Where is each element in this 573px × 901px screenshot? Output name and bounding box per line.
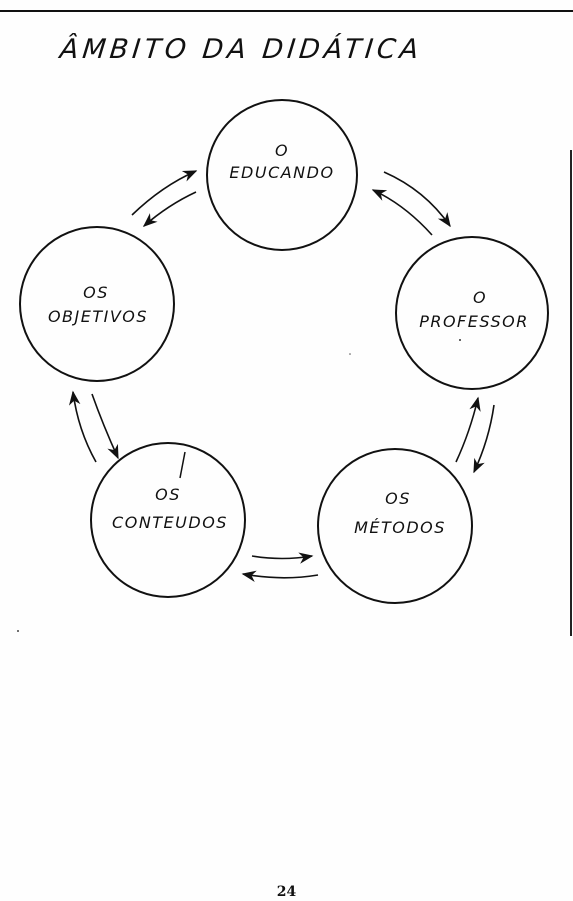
node-circle: [20, 227, 174, 381]
node-label-line-1: OS: [385, 489, 411, 508]
node-objetivos: OS OBJETIVOS: [20, 227, 174, 381]
node-label-line-1: O: [275, 141, 289, 160]
arrows-conteudos-objetivos: [73, 392, 118, 462]
page-number: 24: [0, 884, 573, 900]
node-professor: O PROFESSOR: [396, 237, 548, 389]
arrows-objetivos-educando: [132, 171, 196, 226]
arrow-educando-to-professor: [384, 172, 450, 226]
node-educando: O EDUCANDO: [207, 100, 357, 250]
node-label-line-1: OS: [155, 485, 181, 504]
node-label-line-2: OBJETIVOS: [48, 307, 148, 326]
stray-pen-mark: [180, 452, 185, 478]
node-label-line-1: OS: [83, 283, 109, 302]
arrow-metodos-to-professor: [456, 398, 478, 462]
node-conteudos: OS CONTEUDOS: [91, 443, 245, 597]
arrow-conteudos-to-metodos: [252, 556, 312, 559]
arrows-professor-metodos: [456, 398, 494, 472]
node-label-line-2: MÉTODOS: [354, 518, 446, 537]
arrow-conteudos-to-objetivos: [73, 392, 96, 462]
scan-speck: [17, 630, 19, 632]
scan-speck: [459, 339, 461, 341]
node-label-line-2: PROFESSOR: [419, 312, 529, 331]
scan-speck: [349, 353, 351, 355]
arrow-professor-to-metodos: [474, 405, 494, 472]
node-label-line-2: CONTEUDOS: [112, 513, 228, 532]
arrow-objetivos-to-conteudos: [92, 394, 118, 458]
arrow-metodos-to-conteudos: [243, 574, 318, 578]
arrow-objetivos-to-educando: [132, 171, 196, 215]
arrows-educando-professor: [373, 172, 450, 235]
node-label-line-1: O: [473, 288, 487, 307]
arrows-metodos-conteudos: [243, 556, 318, 578]
node-label-line-2: EDUCANDO: [229, 163, 334, 182]
node-metodos: OS MÉTODOS: [318, 449, 472, 603]
